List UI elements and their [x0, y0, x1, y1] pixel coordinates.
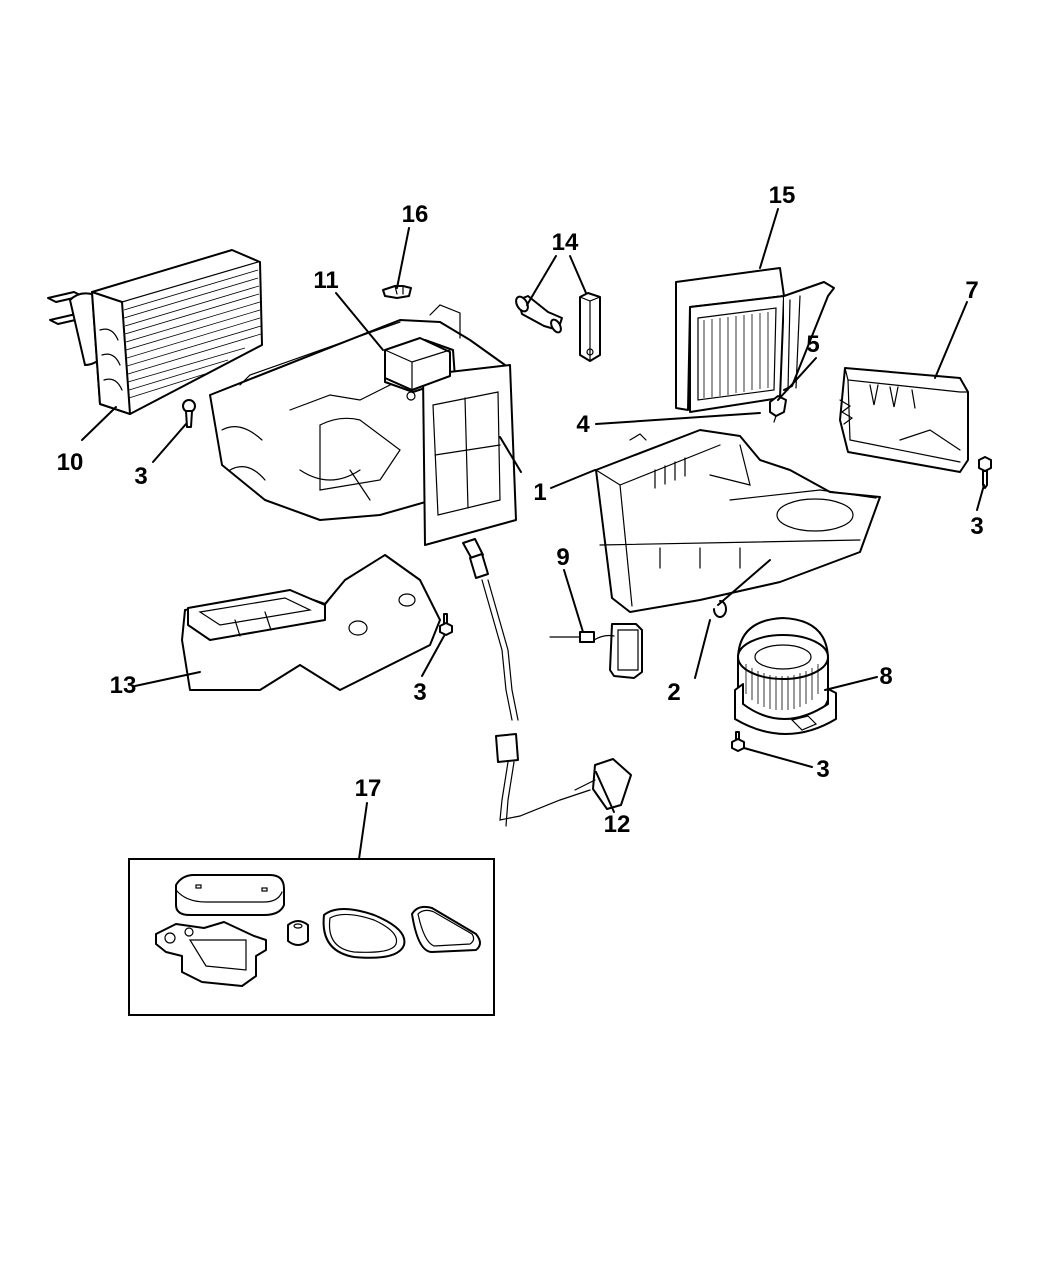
leader-3d	[743, 747, 813, 768]
evaporator-housing-cover[interactable]	[839, 367, 969, 473]
leader-10	[81, 406, 117, 441]
leader-4	[595, 412, 761, 425]
clip-2[interactable]	[713, 600, 727, 618]
callout-3a: 3	[134, 463, 147, 490]
callout-5: 5	[806, 331, 819, 358]
callout-14: 14	[552, 229, 579, 256]
seal-kit[interactable]	[128, 858, 495, 1016]
leader-3b	[976, 484, 985, 511]
leader-15	[759, 208, 779, 269]
callout-3d: 3	[816, 756, 829, 783]
leader-2b	[717, 559, 771, 606]
blower-motor[interactable]	[734, 617, 837, 735]
leader-1b	[550, 469, 596, 489]
leader-12	[595, 771, 615, 813]
callout-4: 4	[576, 411, 590, 438]
blower-motor-resistor[interactable]	[549, 623, 643, 679]
leader-11	[335, 292, 384, 351]
leader-17	[358, 802, 368, 860]
callout-8: 8	[879, 663, 892, 690]
leader-1a	[499, 436, 522, 473]
screw-duct[interactable]	[439, 613, 453, 636]
leader-14a	[526, 255, 557, 306]
hex-connector[interactable]	[579, 292, 601, 362]
blower-housing[interactable]	[595, 429, 881, 613]
callout-10: 10	[57, 449, 84, 476]
screw-heater-core[interactable]	[182, 399, 196, 428]
callout-13: 13	[110, 672, 137, 699]
callout-12: 12	[604, 811, 631, 838]
callout-labels: 16 14 15 7 11 5 4 10 3 1 1 3 9 13 3 2 8 …	[57, 182, 984, 838]
clip-16[interactable]	[382, 285, 412, 299]
air-duct[interactable]	[181, 554, 441, 691]
callout-15: 15	[769, 182, 796, 209]
leader-2	[694, 619, 711, 679]
actuator-module[interactable]	[384, 337, 451, 391]
leader-9	[563, 569, 584, 633]
callout-2: 2	[667, 679, 680, 706]
leader-3c	[421, 635, 445, 677]
leader-14b	[569, 255, 587, 294]
screw-housing-cover[interactable]	[978, 456, 992, 489]
callout-1a: 1	[533, 479, 546, 506]
leader-5	[777, 357, 817, 401]
callout-7: 7	[965, 277, 978, 304]
callout-17: 17	[355, 775, 382, 802]
temperature-sensor[interactable]	[769, 395, 787, 423]
vacuum-check-valve[interactable]	[514, 295, 563, 334]
wiring-harness[interactable]	[462, 538, 632, 827]
heater-core[interactable]	[47, 249, 263, 415]
leader-lines	[81, 208, 985, 860]
callout-11: 11	[313, 267, 338, 294]
leader-8	[824, 676, 878, 691]
leader-3a	[152, 423, 187, 463]
callout-3c: 3	[413, 679, 426, 706]
leader-13	[134, 671, 201, 687]
leader-7	[934, 301, 968, 379]
callout-3b: 3	[970, 513, 983, 540]
callout-9: 9	[556, 544, 569, 571]
screw-blower-motor[interactable]	[731, 731, 745, 752]
leader-16	[396, 227, 410, 289]
callout-16: 16	[402, 201, 429, 228]
